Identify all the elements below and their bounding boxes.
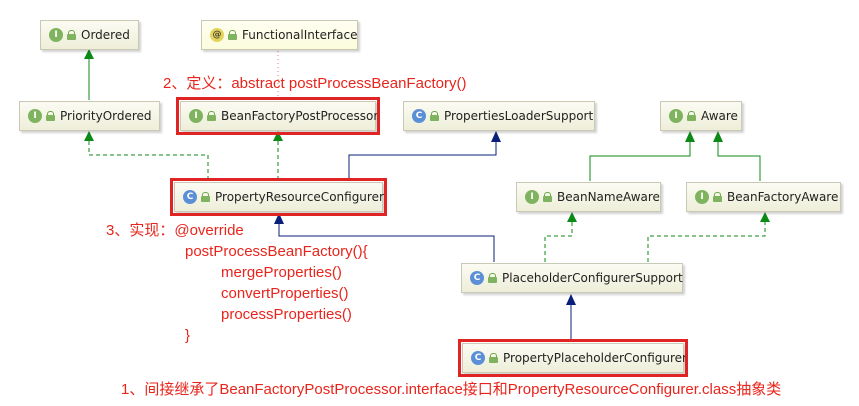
note-implementation-line4: convertProperties() — [221, 285, 349, 302]
node-properties-loader-support[interactable]: C PropertiesLoaderSupport — [403, 101, 595, 131]
node-placeholder-configurer-support[interactable]: C PlaceholderConfigurerSupport — [461, 263, 683, 293]
arrow-aware-left — [685, 131, 695, 142]
lock-icon — [488, 273, 497, 283]
node-label: BeanFactoryAware — [727, 190, 839, 204]
node-ordered[interactable]: I Ordered — [40, 20, 139, 50]
class-icon: C — [471, 351, 485, 365]
node-label: PlaceholderConfigurerSupport — [502, 271, 683, 285]
arrow-priorityordered — [84, 131, 94, 141]
lock-icon — [201, 192, 210, 202]
arrow-ordered — [84, 49, 94, 59]
lock-icon — [489, 353, 498, 363]
node-label: BeanFactoryPostProcessor — [221, 109, 379, 123]
lock-icon — [207, 111, 216, 121]
interface-icon: I — [669, 109, 683, 123]
note-inheritance: 1、间接继承了BeanFactoryPostProcessor.interfac… — [121, 381, 782, 398]
node-label: PropertyPlaceholderConfigurer — [503, 351, 687, 365]
lock-icon — [228, 30, 237, 40]
node-aware[interactable]: I Aware — [660, 101, 742, 131]
node-label: PriorityOrdered — [60, 109, 152, 123]
edge-pcs-prc — [278, 224, 495, 262]
node-label: PropertyResourceConfigurer — [215, 190, 384, 204]
lock-icon — [687, 111, 696, 121]
node-bean-factory-aware[interactable]: I BeanFactoryAware — [686, 182, 841, 212]
interface-icon: I — [49, 28, 63, 42]
arrow-pcs — [566, 294, 576, 305]
arrow-bna — [567, 212, 577, 222]
node-functional-interface[interactable]: @ FunctionalInterface — [201, 20, 358, 50]
note-implementation-line2: postProcessBeanFactory(){ — [185, 243, 368, 260]
arrow-bfa — [760, 212, 770, 222]
note-implementation-line5: processProperties() — [221, 306, 352, 323]
node-priority-ordered[interactable]: I PriorityOrdered — [19, 101, 160, 131]
arrow-aware-right — [713, 131, 723, 142]
arrow-pls — [491, 131, 501, 142]
node-label: BeanNameAware — [557, 190, 660, 204]
lock-icon — [430, 111, 439, 121]
node-label: Ordered — [81, 28, 130, 42]
node-label: FunctionalInterface — [242, 28, 358, 42]
annotation-icon: @ — [210, 28, 224, 42]
edge-bna-aware — [589, 142, 691, 181]
class-icon: C — [412, 109, 426, 123]
node-label: PropertiesLoaderSupport — [444, 109, 594, 123]
class-icon: C — [470, 271, 484, 285]
edge-pcs-bfa — [647, 222, 766, 262]
note-definition: 2、定义：abstract postProcessBeanFactory() — [163, 75, 467, 92]
node-bean-name-aware[interactable]: I BeanNameAware — [516, 182, 661, 212]
interface-icon: I — [189, 109, 203, 123]
lock-icon — [67, 30, 76, 40]
lock-icon — [543, 192, 552, 202]
node-label: Aware — [701, 109, 738, 123]
note-implementation-line3: mergeProperties() — [221, 264, 342, 281]
class-icon: C — [183, 190, 197, 204]
node-bean-factory-post-processor[interactable]: I BeanFactoryPostProcessor — [176, 97, 380, 135]
node-property-placeholder-configurer[interactable]: C PropertyPlaceholderConfigurer — [458, 339, 688, 377]
edge-prc-priorityordered — [88, 137, 209, 180]
interface-icon: I — [525, 190, 539, 204]
arrow-bfpp — [273, 131, 283, 141]
edge-prc-pls — [348, 142, 497, 180]
lock-icon — [713, 192, 722, 202]
interface-icon: I — [28, 109, 42, 123]
interface-icon: I — [695, 190, 709, 204]
lock-icon — [46, 111, 55, 121]
note-implementation-line1: 3、实现：@override — [106, 222, 244, 239]
arrow-prc — [274, 213, 284, 224]
edge-bfa-aware — [717, 142, 761, 181]
node-property-resource-configurer[interactable]: C PropertyResourceConfigurer — [170, 178, 387, 216]
note-implementation-line6: } — [185, 327, 191, 344]
edge-pcs-bna — [544, 222, 573, 262]
